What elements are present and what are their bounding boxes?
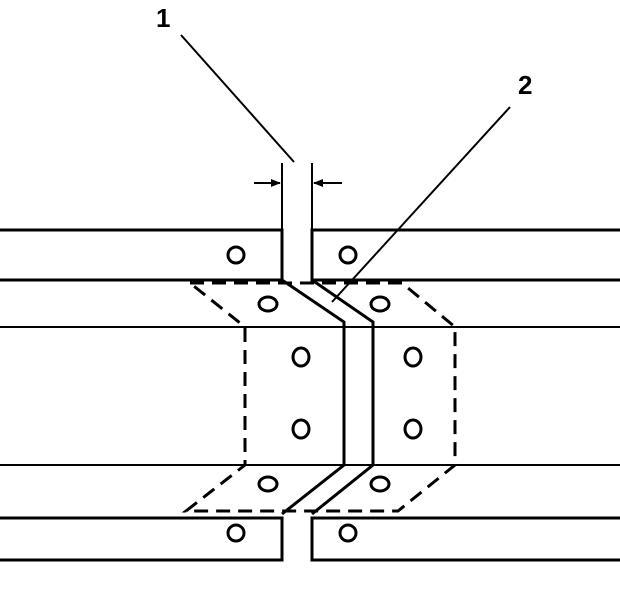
reinforcement-insert-outline xyxy=(181,281,457,513)
bolt-hole xyxy=(226,245,246,265)
callout-1-leader xyxy=(180,34,295,163)
upper-flange xyxy=(0,228,620,282)
bolt-hole xyxy=(403,418,423,440)
offset-cut-line xyxy=(281,278,375,516)
upper-flange-right xyxy=(310,228,620,282)
lower-flange xyxy=(0,516,620,562)
lower-flange-right xyxy=(310,516,620,562)
bolt-hole xyxy=(291,346,311,368)
bolt-hole xyxy=(369,475,391,493)
bolt-holes xyxy=(226,245,423,543)
bolt-hole xyxy=(338,523,358,543)
upper-flange-left xyxy=(0,228,284,282)
bolt-hole xyxy=(291,418,311,440)
lower-flange-left xyxy=(0,516,284,562)
callout-1-label: 1 xyxy=(156,3,170,33)
bolt-hole xyxy=(403,346,423,368)
gap-dimension xyxy=(254,163,342,230)
rail-web-lines xyxy=(0,326,620,466)
bolt-hole xyxy=(338,245,358,265)
bolt-hole xyxy=(257,475,279,493)
bolt-hole xyxy=(257,295,279,313)
bolt-hole xyxy=(226,523,246,543)
callout-2-label: 2 xyxy=(518,70,532,100)
bolt-hole xyxy=(369,295,391,313)
callout-2-leader xyxy=(331,106,511,303)
